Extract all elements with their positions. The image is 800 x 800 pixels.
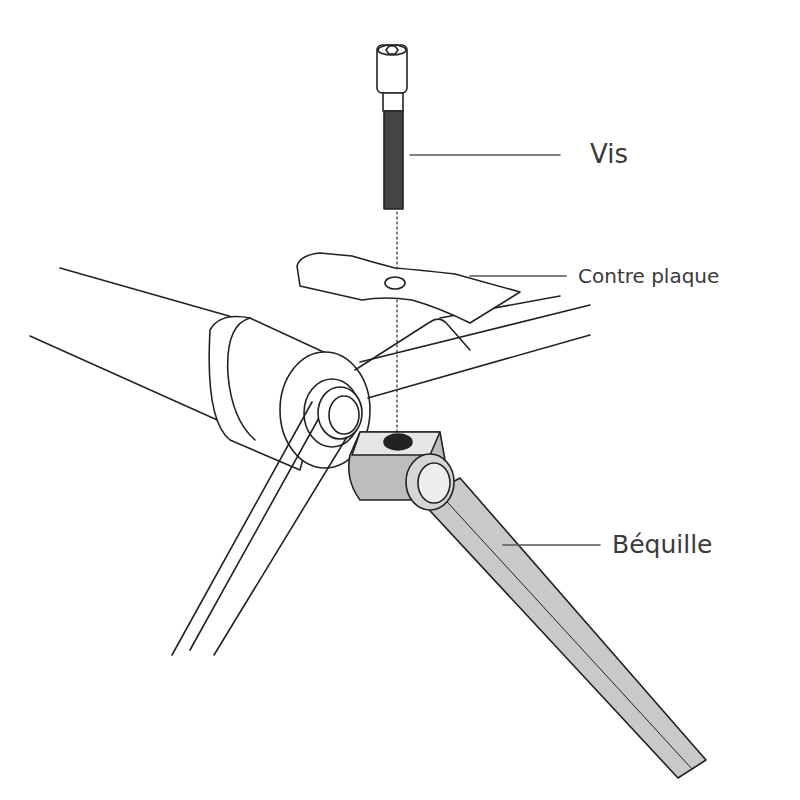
- leader-line: [410, 154, 560, 156]
- leader-line: [503, 544, 600, 546]
- part-label: Vis: [590, 139, 628, 170]
- stay-edge: [368, 335, 590, 398]
- bracket-hole: [384, 434, 412, 450]
- kickstand-plate: [352, 432, 440, 455]
- screw-head: [377, 45, 407, 93]
- stay-bracket: [355, 319, 470, 370]
- counter-plate: [297, 253, 520, 323]
- kickstand-pivot-inner: [418, 463, 450, 503]
- left-leg-end: [329, 396, 359, 434]
- screw-thread: [384, 111, 403, 209]
- leader-line: [470, 275, 566, 277]
- cylinder-ring: [228, 318, 255, 440]
- screw-head-top: [378, 45, 406, 55]
- axis-line: [396, 212, 397, 272]
- left-leg: [172, 398, 350, 655]
- axis-line: [396, 300, 397, 432]
- left-leg-end: [318, 387, 362, 439]
- plate-hole: [385, 277, 405, 289]
- tube-edge: [60, 268, 250, 322]
- part-label: Contre plaque: [578, 264, 719, 288]
- screw-neck: [383, 93, 403, 111]
- screw-socket: [386, 46, 398, 54]
- kickstand-pivot: [406, 454, 454, 510]
- kickstand-leg: [420, 478, 706, 778]
- part-label: Béquille: [612, 530, 712, 560]
